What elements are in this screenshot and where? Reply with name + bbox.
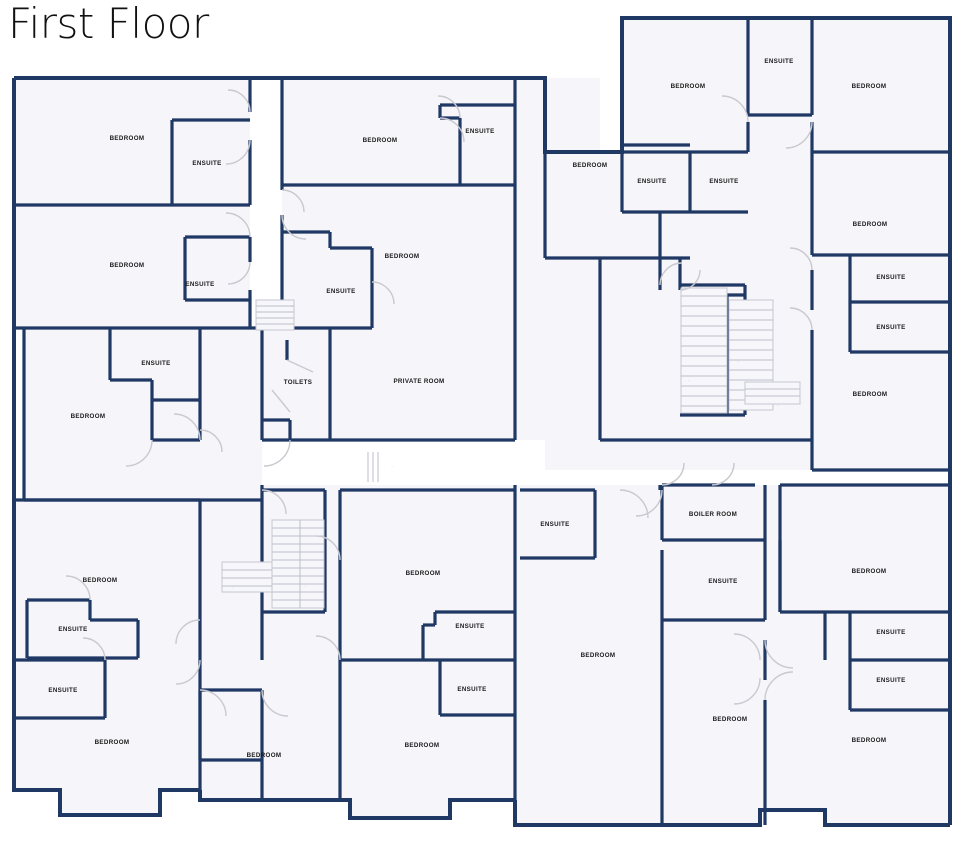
room-label: ENSUITE <box>876 324 905 331</box>
room-label: BEDROOM <box>852 568 887 575</box>
svg-text:·: · <box>737 359 738 364</box>
top-right-rooms <box>543 18 950 260</box>
room-label: ENSUITE <box>876 677 905 684</box>
door-swings <box>65 89 813 717</box>
staircase-lower-landing: · <box>221 561 273 593</box>
staircase-left-upper: · <box>255 299 295 331</box>
toilets-area <box>262 340 314 440</box>
room-label: BEDROOM <box>95 739 130 746</box>
svg-text:·: · <box>231 585 232 590</box>
room-labels: BEDROOM ENSUITE BEDROOM ENSUITE ENSUITE … <box>48 58 905 759</box>
room-label: BEDROOM <box>385 253 420 260</box>
bottom-middle-stair <box>198 485 342 800</box>
room-label: BEDROOM <box>247 752 282 759</box>
room-label: ENSUITE <box>876 274 905 281</box>
room-label: BEDROOM <box>83 577 118 584</box>
right-side-rooms <box>810 152 950 472</box>
room-label: BEDROOM <box>573 162 608 169</box>
room-label: BEDROOM <box>581 652 616 659</box>
room-label: ENSUITE <box>326 288 355 295</box>
room-label: ENSUITE <box>709 178 738 185</box>
page-title: First Floor <box>8 0 209 48</box>
room-label: ENSUITE <box>540 521 569 528</box>
room-label: BEDROOM <box>110 262 145 269</box>
bottom-right-rooms <box>778 483 950 712</box>
room-label: ENSUITE <box>455 623 484 630</box>
room-label: BEDROOM <box>853 391 888 398</box>
room-label: ENSUITE <box>708 578 737 585</box>
room-label: ENSUITE <box>637 178 666 185</box>
room-label: ENSUITE <box>48 687 77 694</box>
floor-fill-areas <box>14 18 950 825</box>
svg-text:·: · <box>304 584 305 589</box>
room-label: ENSUITE <box>192 160 221 167</box>
room-label: BEDROOM <box>110 135 145 142</box>
room-label: BEDROOM <box>405 742 440 749</box>
room-label: PRIVATE ROOM <box>393 378 444 385</box>
staircase-right-main: · <box>680 287 728 414</box>
room-label: BEDROOM <box>852 737 887 744</box>
room-label: ENSUITE <box>185 281 214 288</box>
room-label: ENSUITE <box>876 629 905 636</box>
svg-text:·: · <box>688 378 689 383</box>
svg-text:·: · <box>391 464 392 469</box>
room-label: BEDROOM <box>853 221 888 228</box>
room-label: BOILER ROOM <box>689 511 737 518</box>
bottom-middle-rooms <box>338 485 517 800</box>
boiler-and-right-rooms <box>520 483 767 825</box>
room-label: ENSUITE <box>465 128 494 135</box>
room-label: BEDROOM <box>406 570 441 577</box>
corridor-stair-marker: · <box>367 452 393 482</box>
room-label: BEDROOM <box>713 716 748 723</box>
room-label: ENSUITE <box>457 686 486 693</box>
room-label: BEDROOM <box>71 413 106 420</box>
room-label: ENSUITE <box>141 360 170 367</box>
room-label: ENSUITE <box>58 626 87 633</box>
room-label: BEDROOM <box>852 83 887 90</box>
svg-text:·: · <box>777 403 778 408</box>
room-label: TOILETS <box>284 379 312 386</box>
room-label: ENSUITE <box>764 58 793 65</box>
room-label: BEDROOM <box>671 83 706 90</box>
staircase-right-landing: · <box>744 381 801 408</box>
room-label: BEDROOM <box>363 137 398 144</box>
svg-text:·: · <box>291 304 292 309</box>
staircase-lower-main: · <box>271 519 325 609</box>
